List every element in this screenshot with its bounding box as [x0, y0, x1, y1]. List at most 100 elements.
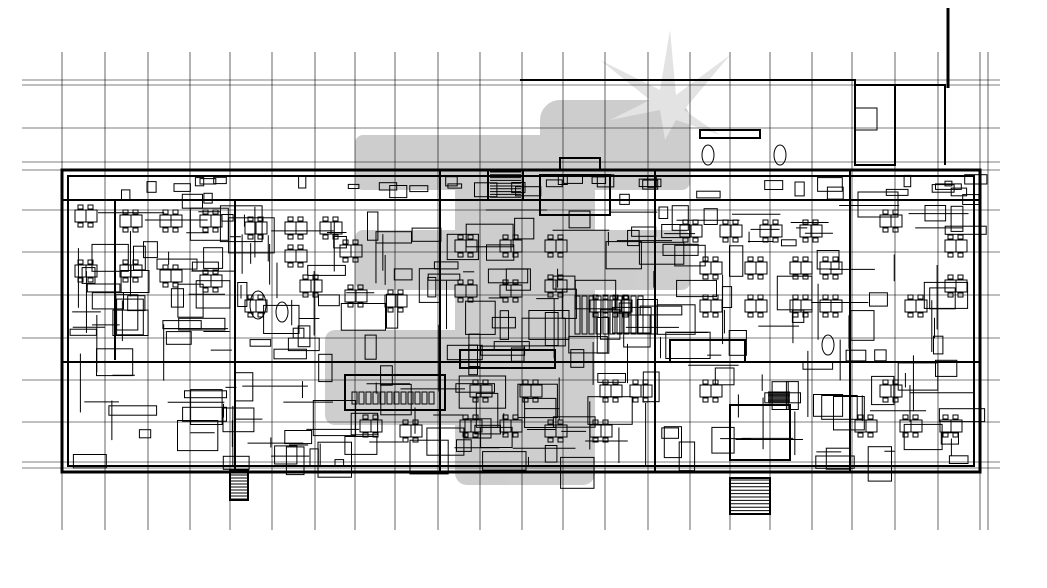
chair [902, 432, 909, 438]
chair [172, 209, 179, 215]
room-partition [219, 205, 263, 243]
room-partition [284, 430, 313, 445]
chair [682, 219, 689, 225]
chair [792, 312, 799, 318]
room-partition [475, 392, 499, 428]
room-partition [817, 177, 843, 192]
chair [772, 237, 779, 243]
watermark-block [540, 100, 690, 160]
chair [547, 274, 554, 280]
chair [467, 252, 474, 258]
chair [792, 294, 799, 300]
chair [772, 219, 779, 225]
chair [502, 432, 509, 438]
chair [162, 227, 169, 233]
chair [132, 259, 139, 265]
room-partition [962, 194, 980, 206]
shelf-unit [379, 391, 386, 405]
room-partition [108, 405, 158, 416]
chair [952, 414, 959, 420]
chair [512, 432, 519, 438]
room-partition [948, 455, 969, 464]
room-partition [121, 189, 131, 201]
room-partition [794, 181, 805, 197]
room-partition [514, 217, 535, 240]
chair [397, 307, 404, 313]
chair [762, 219, 769, 225]
chair [642, 397, 649, 403]
room-partition [944, 180, 953, 187]
chair [162, 282, 169, 288]
shelf-unit [595, 295, 602, 335]
chair [802, 256, 809, 262]
chair [822, 294, 829, 300]
chair [702, 379, 709, 385]
chair [532, 397, 539, 403]
shelf-unit [372, 391, 379, 405]
chair [362, 414, 369, 420]
chair [202, 209, 209, 215]
room-partition [127, 295, 146, 312]
shelf-unit [400, 391, 407, 405]
room-partition [474, 182, 498, 198]
shelf-unit [358, 391, 365, 405]
meeting-table [249, 290, 267, 320]
chair [467, 234, 474, 240]
chair [247, 312, 254, 318]
chair [287, 216, 294, 222]
chair [472, 397, 479, 403]
chair [902, 414, 909, 420]
counter-block [344, 374, 446, 411]
chair [122, 209, 129, 215]
room-partition [411, 227, 442, 242]
chair [757, 256, 764, 262]
chair [557, 437, 564, 443]
chair [472, 432, 479, 438]
chair [87, 204, 94, 210]
chair [512, 234, 519, 240]
room-partition [235, 372, 254, 402]
room-partition [189, 207, 229, 241]
chair [702, 294, 709, 300]
room-partition [871, 375, 895, 406]
chair [822, 256, 829, 262]
chair [347, 302, 354, 308]
chair [312, 292, 319, 298]
room-partition [203, 192, 213, 204]
chair [302, 292, 309, 298]
chair [532, 379, 539, 385]
chair [122, 259, 129, 265]
room-box [857, 191, 899, 218]
room-partition [263, 304, 300, 334]
room-partition [815, 455, 855, 469]
inner-wall [67, 175, 975, 467]
room-partition [182, 406, 228, 422]
chair [212, 227, 219, 233]
chair [747, 294, 754, 300]
chair [702, 397, 709, 403]
chair [77, 259, 84, 265]
chair [712, 379, 719, 385]
chair [702, 256, 709, 262]
chair [747, 274, 754, 280]
room-partition [940, 432, 959, 445]
shelf-unit [386, 391, 393, 405]
chair [802, 294, 809, 300]
chair [712, 294, 719, 300]
room-partition [433, 261, 459, 270]
chair [792, 256, 799, 262]
room-partition [344, 436, 378, 455]
room-partition [274, 445, 298, 465]
chair [312, 274, 319, 280]
room-partition [903, 423, 943, 451]
room-partition [273, 348, 307, 360]
room-partition [138, 429, 152, 439]
chair [87, 222, 94, 228]
chair [882, 379, 889, 385]
room-partition [661, 427, 679, 439]
room-partition [199, 178, 217, 185]
chair [457, 297, 464, 303]
room-partition [897, 362, 939, 391]
chair [287, 262, 294, 268]
room-partition [596, 174, 615, 188]
